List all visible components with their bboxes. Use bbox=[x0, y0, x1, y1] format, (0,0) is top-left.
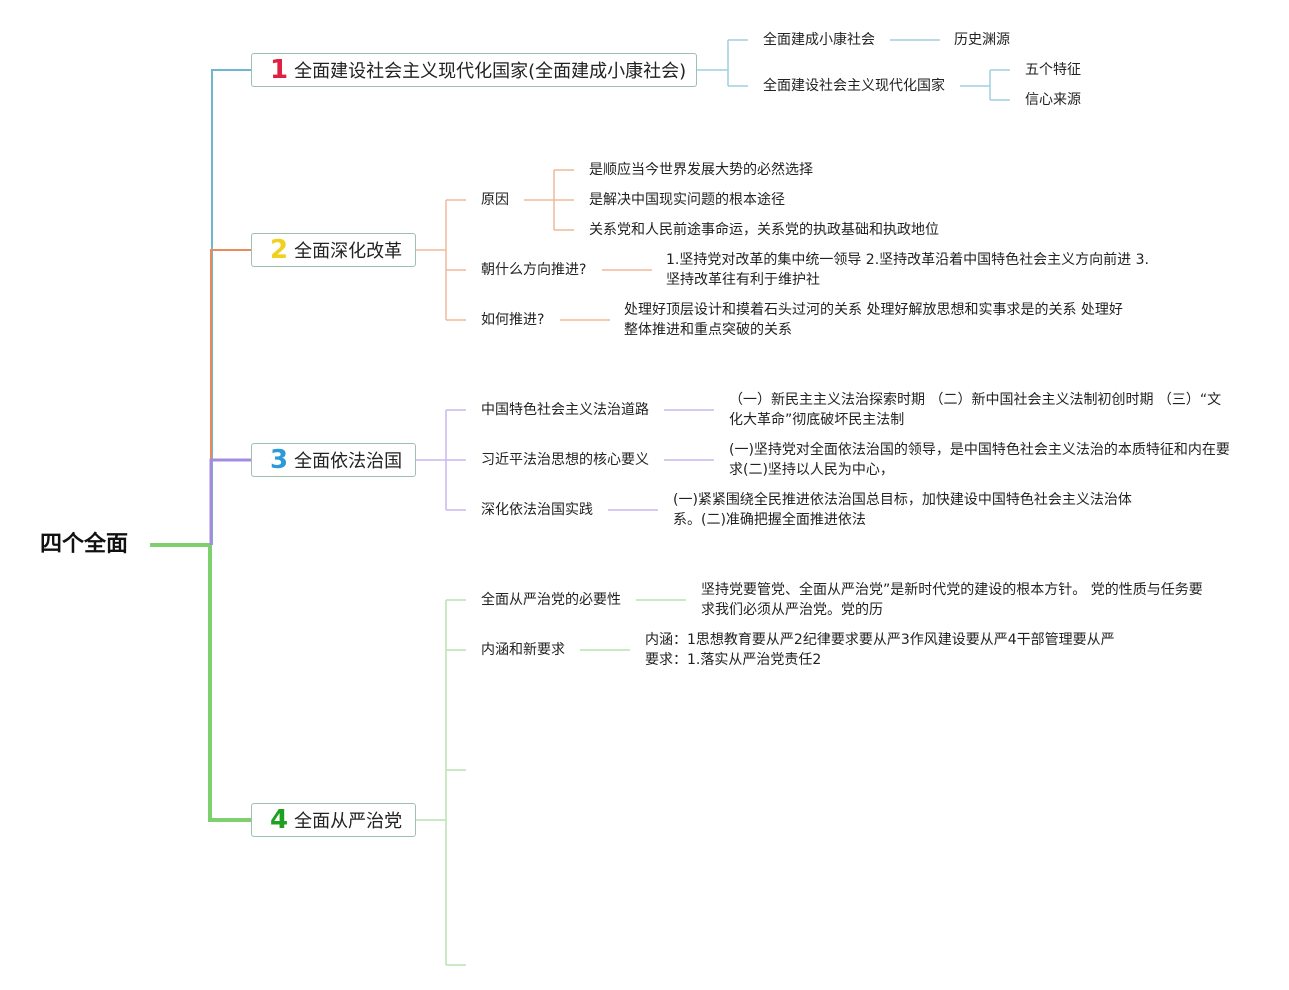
node-1-2-1[interactable]: 五个特征 bbox=[1025, 62, 1081, 78]
node-2-1[interactable]: 原因 bbox=[481, 192, 509, 208]
branch-3-box[interactable]: 3 全面依法治国 bbox=[251, 443, 416, 477]
node-4-2-text[interactable]: 内涵：1思想教育要从严2纪律要求要从严3作风建设要从严4干部管理要从严 要求：1… bbox=[645, 632, 1115, 668]
branch-4-number: 4 bbox=[270, 805, 289, 835]
node-4-1[interactable]: 全面从严治党的必要性 bbox=[481, 592, 621, 608]
node-1-2-2[interactable]: 信心来源 bbox=[1025, 92, 1081, 108]
branch-1-box[interactable]: 1 全面建设社会主义现代化国家(全面建成小康社会) bbox=[251, 53, 697, 87]
branch-2-number: 2 bbox=[270, 235, 289, 265]
node-3-3[interactable]: 深化依法治国实践 bbox=[481, 502, 593, 518]
node-4-1-text[interactable]: 坚持党要管党、全面从严治党”是新时代党的建设的根本方针。 党的性质与任务要求我们… bbox=[701, 582, 1203, 618]
links-branch-1 bbox=[697, 39, 1010, 101]
node-1-1[interactable]: 全面建成小康社会 bbox=[763, 32, 875, 48]
node-2-2-text[interactable]: 1.坚持党对改革的集中统一领导 2.坚持改革沿着中国特色社会主义方向前进 3.坚… bbox=[666, 252, 1149, 288]
node-2-1-3[interactable]: 关系党和人民前途事命运，关系党的执政基础和执政地位 bbox=[589, 222, 939, 238]
node-2-1-2[interactable]: 是解决中国现实问题的根本途径 bbox=[589, 192, 785, 208]
link-branch-4 bbox=[208, 545, 252, 822]
link-branch-1 bbox=[211, 69, 252, 545]
node-2-2[interactable]: 朝什么方向推进? bbox=[481, 262, 587, 278]
node-2-3[interactable]: 如何推进? bbox=[481, 312, 545, 328]
branch-3-number: 3 bbox=[270, 445, 289, 475]
node-2-3-text[interactable]: 处理好顶层设计和摸着石头过河的关系 处理好解放思想和实事求是的关系 处理好整体推… bbox=[624, 302, 1123, 338]
links-branch-3 bbox=[416, 409, 714, 511]
node-1-1-1[interactable]: 历史渊源 bbox=[954, 32, 1010, 48]
node-1-2[interactable]: 全面建设社会主义现代化国家 bbox=[763, 78, 945, 94]
node-3-2[interactable]: 习近平法治思想的核心要义 bbox=[481, 452, 649, 468]
node-3-3-text[interactable]: (一)紧紧围绕全民推进依法治国总目标，加快建设中国特色社会主义法治体系。(二)准… bbox=[673, 492, 1132, 528]
branch-1-number: 1 bbox=[270, 55, 289, 85]
links-branch-2 bbox=[416, 169, 652, 321]
branch-2-box[interactable]: 2 全面深化改革 bbox=[251, 233, 416, 267]
root-topic[interactable]: 四个全面 bbox=[40, 532, 129, 557]
branch-1-title: 全面建设社会主义现代化国家(全面建成小康社会) bbox=[294, 61, 687, 82]
node-4-2[interactable]: 内涵和新要求 bbox=[481, 642, 565, 658]
link-branch-2 bbox=[210, 249, 252, 545]
node-3-2-text[interactable]: (一)坚持党对全面依法治国的领导，是中国特色社会主义法治的本质特征和内在要求(二… bbox=[729, 442, 1230, 478]
branch-4-title: 全面从严治党 bbox=[294, 811, 403, 832]
node-2-1-1[interactable]: 是顺应当今世界发展大势的必然选择 bbox=[589, 162, 813, 178]
branch-4-box[interactable]: 4 全面从严治党 bbox=[251, 803, 416, 837]
branch-2-title: 全面深化改革 bbox=[294, 241, 403, 262]
node-3-1[interactable]: 中国特色社会主义法治道路 bbox=[481, 402, 649, 418]
node-3-1-text[interactable]: （一）新民主主义法治探索时期 （二）新中国社会主义法制初创时期 （三）“文化大革… bbox=[729, 392, 1222, 428]
links-branch-4 bbox=[416, 599, 686, 966]
branch-3-title: 全面依法治国 bbox=[294, 451, 403, 472]
link-branch-3 bbox=[209, 458, 252, 545]
